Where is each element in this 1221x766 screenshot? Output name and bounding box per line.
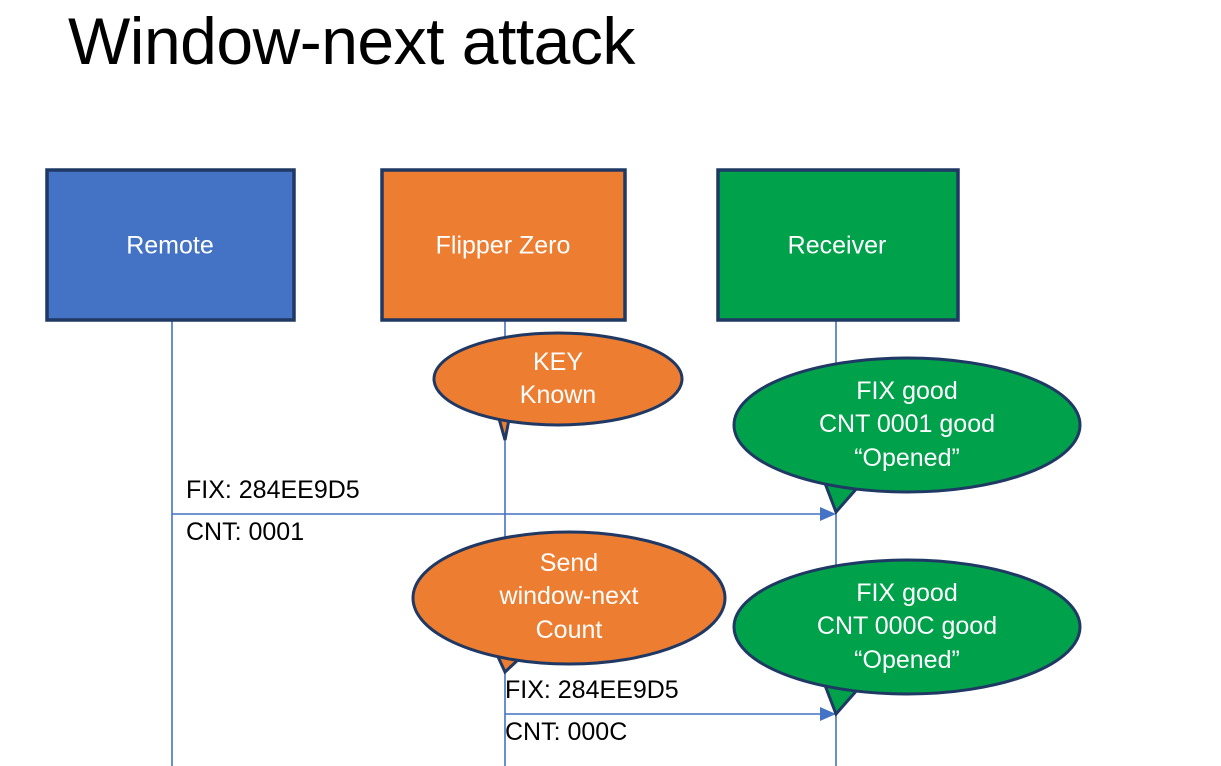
callout-bubble-receiver-ack-2[interactable] <box>732 558 1082 696</box>
actor-box-remote[interactable] <box>45 168 296 322</box>
actor-box-flipper[interactable] <box>380 168 627 322</box>
callout-line: Count <box>535 615 603 644</box>
callout-line: KEY <box>532 347 584 376</box>
callout-text-key-known: KEY Known <box>520 346 596 413</box>
actor-label-flipper: Flipper Zero <box>435 231 571 260</box>
message-label-below-2: CNT: 000C <box>505 718 628 746</box>
callout-line: “Opened” <box>854 443 960 472</box>
callout-bubble-key-known[interactable] <box>432 331 684 427</box>
callout-line: FIX good <box>856 377 958 406</box>
callout-line: Send <box>539 549 599 578</box>
callout-line: Known <box>519 381 597 409</box>
message-label-above-2: FIX: 284EE9D5 <box>505 676 679 704</box>
message-label-above-1: FIX: 284EE9D5 <box>186 476 360 504</box>
callout-bubble-receiver-ack-1[interactable] <box>732 356 1082 494</box>
message-arrowhead-2 <box>820 707 836 721</box>
callout-line: window-next <box>499 582 639 611</box>
callout-bubble-send-window-next[interactable] <box>411 530 727 666</box>
page-title: Window-next attack <box>68 4 635 78</box>
actor-box-receiver[interactable] <box>716 168 960 322</box>
callout-line: “Opened” <box>854 645 960 674</box>
message-arrowhead-1 <box>820 507 836 521</box>
callout-text-send-window-next: Send window-next Count <box>500 547 639 647</box>
callout-line: CNT 0001 good <box>818 410 996 439</box>
callout-text-receiver-ack-2: FIX good CNT 000C good “Opened” <box>817 577 997 677</box>
actor-label-remote: Remote <box>126 231 214 260</box>
message-label-below-1: CNT: 0001 <box>186 518 305 546</box>
actor-label-receiver: Receiver <box>787 231 887 260</box>
callout-line: CNT 000C good <box>816 612 998 641</box>
callout-text-receiver-ack-1: FIX good CNT 0001 good “Opened” <box>819 375 995 475</box>
callout-line: FIX good <box>856 579 958 608</box>
